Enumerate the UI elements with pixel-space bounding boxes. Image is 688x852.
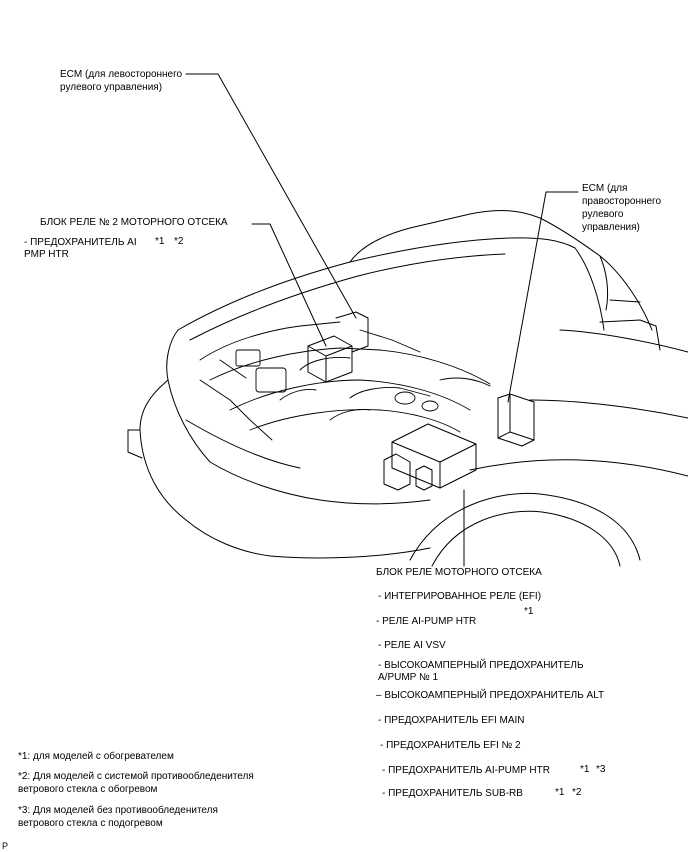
relay-block-note-aipump-relay-1: *1 — [524, 606, 534, 617]
hood-outline — [177, 210, 653, 341]
ecm-lhd-label-line2: рулевого управления) — [60, 82, 163, 93]
footnote-3-line1: *3: Для моделей без противообледенителя — [18, 805, 218, 816]
relay-block-item-aipump-fuse: - ПРЕДОХРАНИТЕЛЬ AI-PUMP HTR — [382, 765, 550, 776]
relay-block-2-item-line1: - ПРЕДОХРАНИТЕЛЬ AI — [24, 237, 137, 248]
footnote-2-line1: *2: Для моделей с системой противообледе… — [18, 771, 254, 782]
ecm-rhd-label-line3: рулевого — [582, 209, 624, 220]
main-relay-block-shape — [383, 423, 477, 491]
leader-lines — [185, 73, 579, 567]
relay-block-item-efi-2: - ПРЕДОХРАНИТЕЛЬ EFI № 2 — [380, 740, 521, 751]
relay-block-item-efi-relay: - ИНТЕГРИРОВАННОЕ РЕЛЕ (EFI) — [378, 591, 542, 602]
engine-block — [199, 321, 491, 441]
relay-block-item-apump-fuse-line2: A/PUMP № 1 — [378, 672, 439, 683]
relay-block-item-efi-main: - ПРЕДОХРАНИТЕЛЬ EFI MAIN — [378, 715, 525, 726]
relay-block-2-note-1: *1 — [155, 236, 165, 247]
relay-block-note-aipump-fuse-1: *1 — [580, 764, 590, 775]
relay-block-note-subrb-1: *1 — [555, 787, 565, 798]
ecm-rhd-label-line1: ECM (для — [582, 183, 628, 194]
relay-block-item-aipump-relay: - РЕЛЕ AI-PUMP HTR — [376, 616, 477, 627]
footnote-3-line2: ветрового стекла с подогревом — [18, 818, 163, 829]
ecm-rhd-label-line2: правостороннего — [582, 196, 662, 207]
relay-block-2-title: БЛОК РЕЛЕ № 2 МОТОРНОГО ОТСЕКА — [40, 217, 228, 228]
relay-block-item-apump-fuse-line1: - ВЫСОКОАМПЕРНЫЙ ПРЕДОХРАНИТЕЛЬ — [378, 660, 584, 671]
relay-block-item-sub-rb: - ПРЕДОХРАНИТЕЛЬ SUB-RB — [382, 788, 523, 799]
relay-block-note-aipump-fuse-3: *3 — [596, 764, 606, 775]
ecm-lhd-label-line1: ECM (для левостороннего — [60, 69, 183, 80]
relay-block-item-ai-vsv: - РЕЛЕ AI VSV — [378, 640, 446, 651]
wheel-arch — [409, 492, 641, 567]
right-fender — [469, 247, 688, 477]
relay-block-item-alt-fuse: – ВЫСОКОАМПЕРНЫЙ ПРЕДОХРАНИТЕЛЬ ALT — [376, 690, 605, 701]
relay-block-note-subrb-2: *2 — [572, 787, 582, 798]
footnote-1: *1: для моделей с обогревателем — [18, 751, 174, 762]
footnote-2-line2: ветрового стекла с обогревом — [18, 784, 158, 795]
relay-block-2-item-line2: PMP HTR — [24, 249, 69, 260]
relay-block-2-note-2: *2 — [174, 236, 184, 247]
relay-block-title: БЛОК РЕЛЕ МОТОРНОГО ОТСЕКА — [376, 567, 542, 578]
ecm-rhd-shape — [497, 393, 535, 447]
front-body — [127, 329, 431, 559]
corner-mark: P — [2, 841, 9, 851]
relay-block-2-shape — [307, 311, 369, 383]
ecm-rhd-label-line4: управления) — [582, 222, 640, 233]
